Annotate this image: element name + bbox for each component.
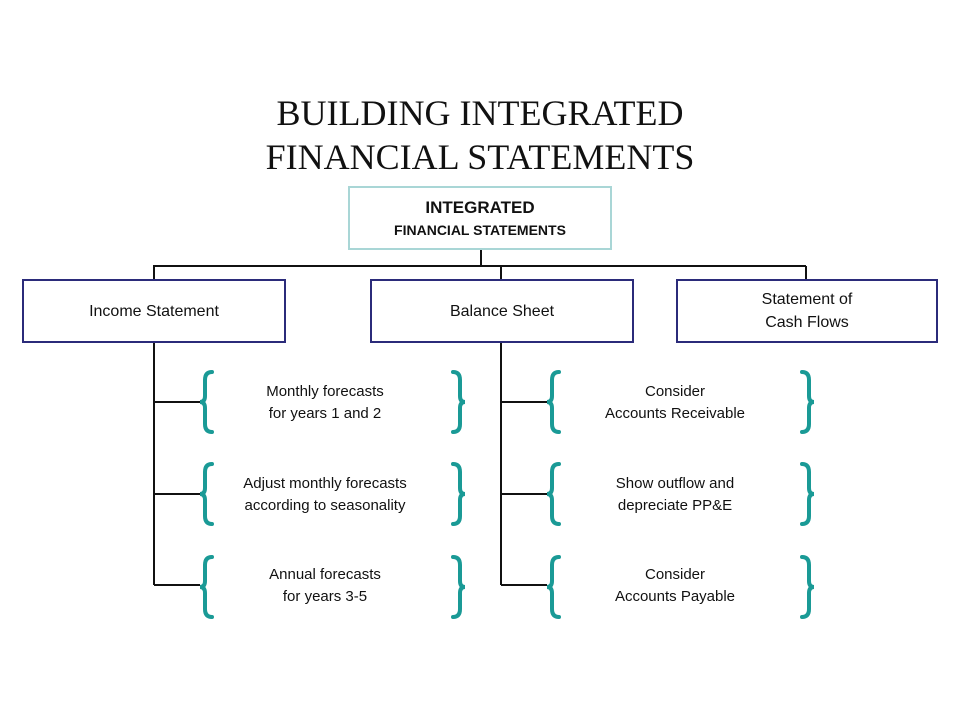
income-brace-right-3 — [451, 555, 466, 619]
page-title-line-1: BUILDING INTEGRATED — [276, 93, 684, 133]
income-brace-left-1 — [199, 370, 214, 434]
income-item-monthly-forecasts: Monthly forecasts for years 1 and 2 — [205, 381, 445, 425]
cash-flows-node: Statement of Cash Flows — [676, 279, 938, 343]
page-title-line-2: FINANCIAL STATEMENTS — [265, 137, 695, 177]
income-statement-label: Income Statement — [89, 302, 219, 320]
income-statement-node: Income Statement — [22, 279, 286, 343]
income-brace-left-2 — [199, 462, 214, 526]
balance-brace-left-1 — [546, 370, 561, 434]
root-label-line-1: INTEGRATED — [425, 198, 535, 217]
cash-flows-label-line-1: Statement of — [761, 291, 853, 308]
income-brace-right-1 — [451, 370, 466, 434]
balance-item-ppe: Show outflow and depreciate PP&E — [555, 473, 795, 517]
root-label-line-2: FINANCIAL STATEMENTS — [394, 222, 566, 238]
balance-brace-left-3 — [546, 555, 561, 619]
cash-flows-label-line-2: Cash Flows — [765, 314, 849, 331]
income-brace-left-3 — [199, 555, 214, 619]
balance-brace-right-3 — [800, 555, 815, 619]
balance-sheet-label: Balance Sheet — [449, 302, 555, 320]
income-item-3-line-1: Annual forecasts — [269, 566, 381, 583]
income-item-seasonality: Adjust monthly forecasts according to se… — [205, 473, 445, 517]
income-item-1-line-1: Monthly forecasts — [266, 383, 384, 400]
balance-item-accounts-receivable: Consider Accounts Receivable — [555, 381, 795, 425]
balance-item-3-line-2: Accounts Payable — [614, 588, 736, 605]
income-brace-right-2 — [451, 462, 466, 526]
income-item-3-line-2: for years 3-5 — [282, 588, 368, 605]
income-item-2-line-2: according to seasonality — [244, 497, 406, 514]
balance-brace-left-2 — [546, 462, 561, 526]
balance-item-accounts-payable: Consider Accounts Payable — [555, 564, 795, 608]
balance-brace-right-1 — [800, 370, 815, 434]
balance-brace-right-2 — [800, 462, 815, 526]
balance-item-2-line-2: depreciate PP&E — [617, 497, 733, 514]
balance-item-2-line-1: Show outflow and — [615, 475, 735, 492]
income-item-2-line-1: Adjust monthly forecasts — [243, 475, 407, 492]
income-item-annual-forecasts: Annual forecasts for years 3-5 — [205, 564, 445, 608]
balance-item-3-line-1: Consider — [644, 566, 706, 583]
income-item-1-line-2: for years 1 and 2 — [268, 405, 382, 422]
balance-item-1-line-2: Accounts Receivable — [604, 405, 746, 422]
balance-sheet-node: Balance Sheet — [370, 279, 634, 343]
balance-item-1-line-1: Consider — [644, 383, 706, 400]
root-node: INTEGRATED FINANCIAL STATEMENTS — [348, 186, 612, 250]
